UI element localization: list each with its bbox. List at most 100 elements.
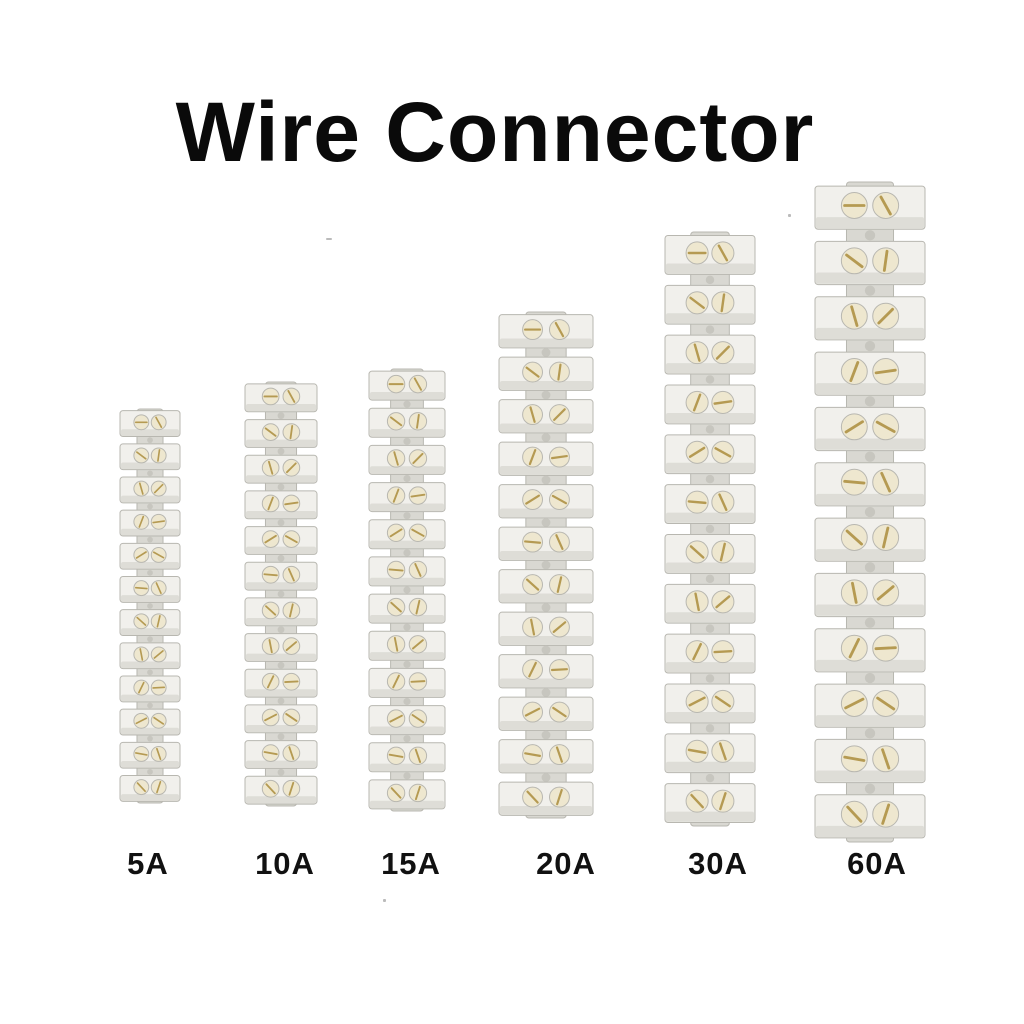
screw-slot bbox=[412, 452, 424, 465]
terminal-block bbox=[814, 462, 926, 507]
screw-slot bbox=[414, 748, 422, 763]
terminal-block bbox=[244, 740, 318, 769]
mounting-hole bbox=[864, 396, 876, 407]
terminal-block bbox=[368, 779, 446, 810]
terminal-block bbox=[119, 774, 181, 802]
screw-slot bbox=[556, 576, 563, 593]
screw-slot bbox=[846, 805, 863, 823]
screw-slot bbox=[690, 793, 704, 809]
screw-slot bbox=[390, 787, 402, 799]
mounting-hole bbox=[541, 560, 551, 570]
screw-slot bbox=[410, 493, 426, 498]
mounting-hole bbox=[403, 549, 411, 557]
screw-slot bbox=[525, 494, 540, 505]
screw-slot bbox=[874, 368, 897, 375]
screw-slot bbox=[526, 790, 539, 804]
mounting-hole bbox=[403, 437, 411, 445]
screw-slot bbox=[713, 649, 733, 654]
screw-slot bbox=[288, 746, 295, 760]
mounting-hole bbox=[403, 697, 411, 706]
screw-slot bbox=[877, 307, 894, 325]
screw-slot bbox=[392, 488, 400, 503]
screw-slot bbox=[692, 642, 702, 661]
screw-slot bbox=[264, 534, 277, 544]
terminal-block bbox=[368, 705, 446, 736]
screw-slot bbox=[882, 526, 890, 549]
screw-slot bbox=[413, 377, 423, 391]
screw-slot bbox=[414, 563, 422, 577]
mounting-hole bbox=[705, 524, 715, 534]
screw-slot bbox=[393, 636, 399, 652]
screw-slot bbox=[263, 751, 278, 756]
screw-slot bbox=[552, 706, 567, 718]
screw-slot bbox=[289, 424, 294, 440]
terminal-block bbox=[664, 533, 756, 574]
screw-slot bbox=[266, 675, 275, 689]
terminal-block bbox=[368, 630, 446, 661]
mounting-hole bbox=[277, 412, 285, 420]
screw-slot bbox=[850, 305, 859, 327]
screw-slot bbox=[152, 686, 166, 689]
terminal-block bbox=[664, 633, 756, 674]
screw-slot bbox=[843, 479, 866, 485]
mounting-hole bbox=[705, 325, 715, 334]
screw-slot bbox=[389, 714, 403, 723]
terminal-block bbox=[119, 642, 181, 670]
screw-slot bbox=[153, 716, 165, 725]
mounting-hole bbox=[705, 375, 715, 384]
terminal-block bbox=[498, 484, 594, 519]
mounting-hole bbox=[705, 674, 715, 683]
terminal-block bbox=[119, 410, 181, 438]
screw-slot bbox=[136, 616, 147, 626]
screw-slot bbox=[289, 603, 294, 618]
screw-slot bbox=[157, 449, 161, 462]
mounting-hole bbox=[541, 433, 551, 442]
mounting-hole bbox=[147, 669, 153, 676]
screw-slot bbox=[284, 501, 299, 506]
screw-slot bbox=[687, 500, 707, 505]
mounting-hole bbox=[147, 636, 153, 643]
screw-slot bbox=[876, 585, 895, 601]
screw-slot bbox=[152, 520, 166, 524]
screw-slot bbox=[414, 785, 421, 801]
terminal-block bbox=[664, 733, 756, 774]
mounting-hole bbox=[277, 447, 285, 455]
screw-slot bbox=[156, 780, 162, 794]
mounting-hole bbox=[864, 506, 876, 518]
mounting-hole bbox=[864, 340, 876, 352]
screw-slot bbox=[882, 249, 889, 272]
mounting-hole bbox=[277, 626, 285, 634]
mounting-hole bbox=[705, 574, 715, 584]
connector-strip-graphic bbox=[498, 311, 594, 819]
mounting-hole bbox=[864, 451, 876, 462]
connector-strip-15a bbox=[368, 367, 446, 813]
screw-slot bbox=[880, 471, 892, 493]
terminal-block bbox=[119, 609, 181, 637]
terminal-block bbox=[119, 675, 181, 703]
mounting-hole bbox=[541, 688, 551, 697]
screw-slot bbox=[155, 582, 162, 595]
mounting-hole bbox=[541, 348, 551, 357]
screw-slot bbox=[876, 696, 896, 711]
screw-slot bbox=[875, 420, 896, 433]
screw-slot bbox=[524, 707, 541, 717]
mounting-hole bbox=[403, 512, 411, 520]
screw-slot bbox=[288, 781, 295, 796]
screw-slot bbox=[136, 782, 146, 793]
terminal-block bbox=[814, 240, 926, 286]
screw-slot bbox=[139, 648, 144, 661]
screw-slot bbox=[851, 581, 858, 604]
mounting-hole bbox=[403, 474, 411, 483]
screw-slot bbox=[416, 413, 420, 429]
terminal-block bbox=[244, 419, 318, 448]
screw-slot bbox=[411, 714, 425, 724]
screw-slot bbox=[285, 713, 298, 722]
screw-slot bbox=[688, 696, 706, 707]
amp-label: 10A bbox=[255, 846, 315, 881]
screw-slot bbox=[285, 641, 298, 652]
screw-slot bbox=[715, 345, 730, 360]
mounting-hole bbox=[147, 470, 153, 477]
terminal-block bbox=[244, 704, 318, 734]
terminal-block bbox=[498, 441, 594, 476]
screw-slot bbox=[135, 752, 148, 756]
